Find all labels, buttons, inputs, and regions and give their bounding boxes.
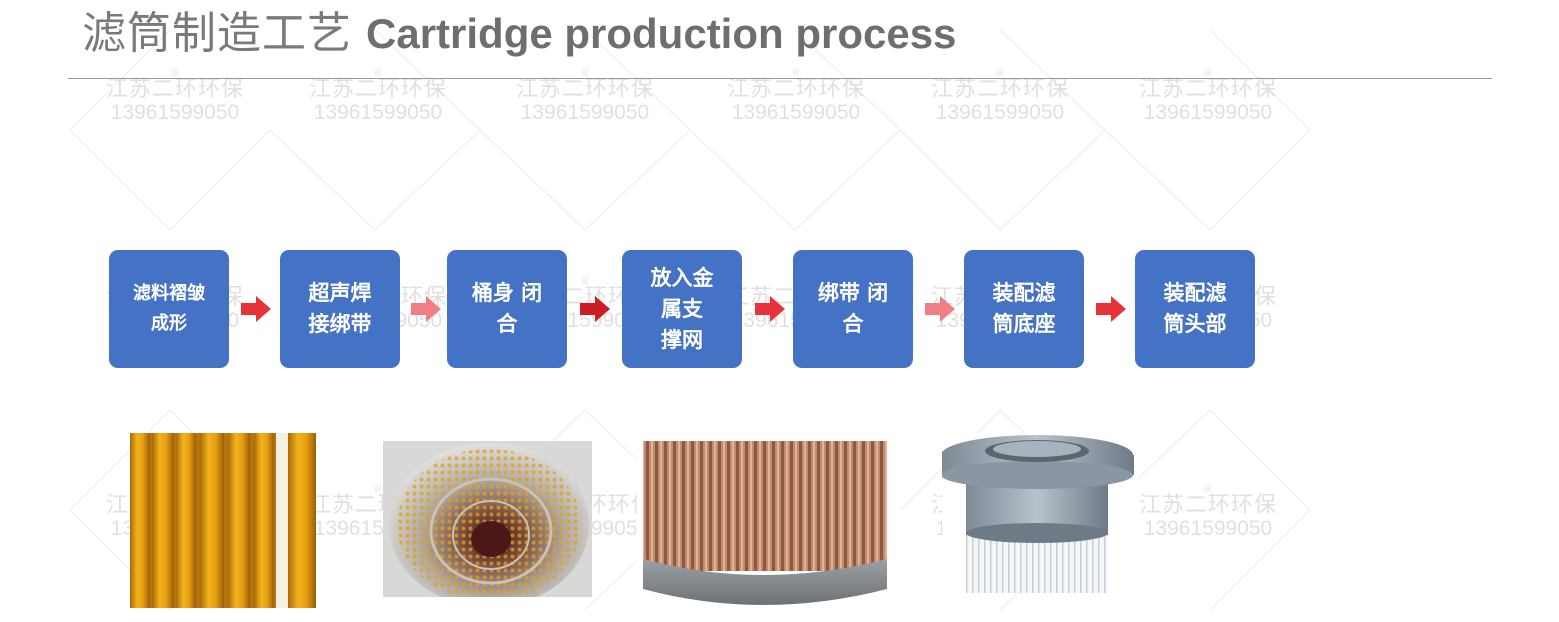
watermark-phone: 13961599050 [935, 101, 1065, 124]
watermark: ♕ 江苏二环环保 13961599050 [95, 66, 255, 124]
cartridge-body-photo [637, 441, 887, 611]
watermark: ♕ 江苏二环环保 13961599050 [920, 66, 1080, 124]
crown-icon: ♕ [790, 65, 802, 79]
slide-title: 滤筒制造工艺 Cartridge production process [82, 4, 956, 64]
cartridge-head-photo [942, 433, 1138, 593]
watermark-phone: 13961599050 [1143, 101, 1273, 124]
watermark-company: 江苏二环环保 [726, 77, 865, 102]
watermark: ♕ 江苏二环环保 13961599050 [1128, 482, 1288, 540]
arrow-right-icon [241, 296, 271, 322]
watermark: ♕ 江苏二环环保 13961599050 [505, 66, 665, 124]
arrow-right-icon [411, 296, 441, 322]
crown-icon: ♕ [994, 65, 1006, 79]
watermark-company: 江苏二环环保 [1138, 77, 1277, 102]
title-english: Cartridge production process [366, 10, 957, 57]
crown-icon: ♕ [372, 65, 384, 79]
watermark-phone: 13961599050 [1143, 517, 1273, 540]
watermark-company: 江苏二环环保 [515, 77, 654, 102]
watermark-phone: 13961599050 [110, 101, 240, 124]
watermark-phone: 13961599050 [313, 101, 443, 124]
crown-icon: ♕ [169, 65, 181, 79]
title-chinese: 滤筒制造工艺 [82, 8, 352, 59]
process-step-3: 桶身 闭 合 [447, 250, 567, 368]
watermark: ♕ 江苏二环环保 13961599050 [298, 66, 458, 124]
pleated-filter-media-photo [130, 433, 316, 608]
watermark-company: 江苏二环环保 [308, 77, 447, 102]
watermark-company: 江苏二环环保 [1138, 493, 1277, 518]
watermark: ♕ 江苏二环环保 13961599050 [1128, 66, 1288, 124]
arrow-right-icon [755, 296, 785, 322]
watermark-phone: 13961599050 [520, 101, 650, 124]
arrow-right-icon [580, 296, 610, 322]
process-step-7: 装配滤 筒头部 [1135, 250, 1255, 368]
watermark: ♕ 江苏二环环保 13961599050 [716, 66, 876, 124]
process-step-5: 绑带 闭 合 [793, 250, 913, 368]
crown-icon: ♕ [1202, 65, 1214, 79]
process-step-1: 滤料褶皱 成形 [109, 250, 229, 368]
watermark-company: 江苏二环环保 [930, 77, 1069, 102]
metal-support-mesh-photo [383, 441, 592, 597]
arrow-right-icon [1096, 296, 1126, 322]
crown-icon: ♕ [1202, 481, 1214, 495]
process-step-6: 装配滤 筒底座 [964, 250, 1084, 368]
process-step-4: 放入金 属支 撑网 [622, 250, 742, 368]
arrow-right-icon [925, 296, 955, 322]
title-divider [68, 78, 1492, 79]
watermark-company: 江苏二环环保 [105, 77, 244, 102]
watermark-phone: 13961599050 [731, 101, 861, 124]
crown-icon: ♕ [579, 65, 591, 79]
process-step-2: 超声焊 接绑带 [280, 250, 400, 368]
